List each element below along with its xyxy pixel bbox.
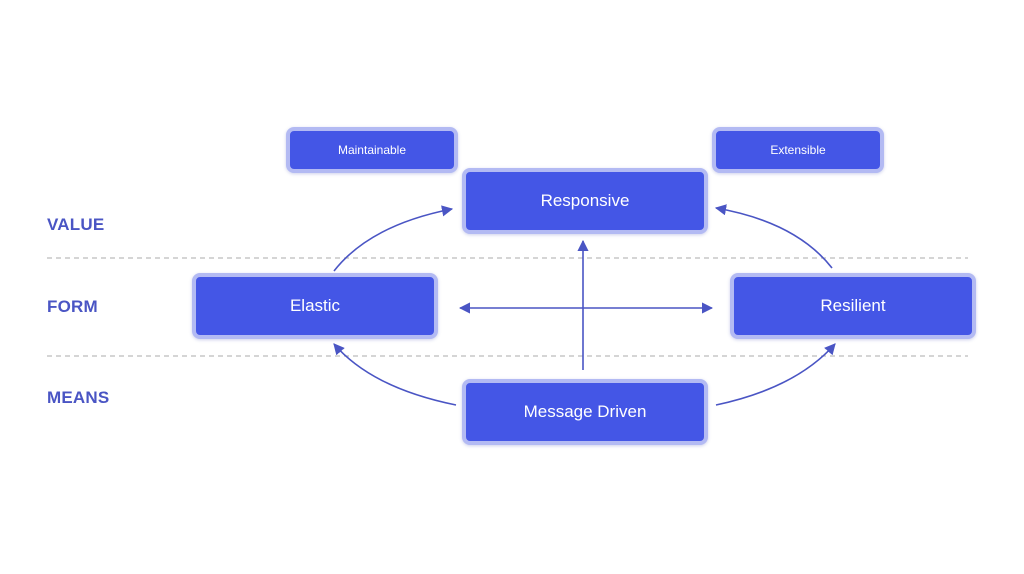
arrow-elastic-to-responsive <box>333 205 454 272</box>
node-elastic: Elastic <box>192 273 438 339</box>
node-responsive-label: Responsive <box>540 191 630 210</box>
node-elastic-label: Elastic <box>289 296 341 315</box>
layer-label-form: FORM <box>47 297 98 316</box>
arrow-resilient-to-responsive <box>714 204 833 269</box>
arrow-message-driven-to-resilient <box>715 343 836 406</box>
layer-label-value: VALUE <box>47 215 105 234</box>
node-extensible-label: Extensible <box>770 143 826 157</box>
node-resilient-label: Resilient <box>820 296 886 315</box>
node-responsive: Responsive <box>462 168 708 234</box>
layer-label-means: MEANS <box>47 388 110 407</box>
node-resilient: Resilient <box>730 273 976 339</box>
node-extensible: Extensible <box>712 127 884 173</box>
node-maintainable: Maintainable <box>286 127 458 173</box>
node-message-driven-label: Message Driven <box>523 402 647 421</box>
arrow-message-driven-to-elastic <box>333 343 457 406</box>
node-message-driven: Message Driven <box>462 379 708 445</box>
node-maintainable-label: Maintainable <box>337 143 407 157</box>
